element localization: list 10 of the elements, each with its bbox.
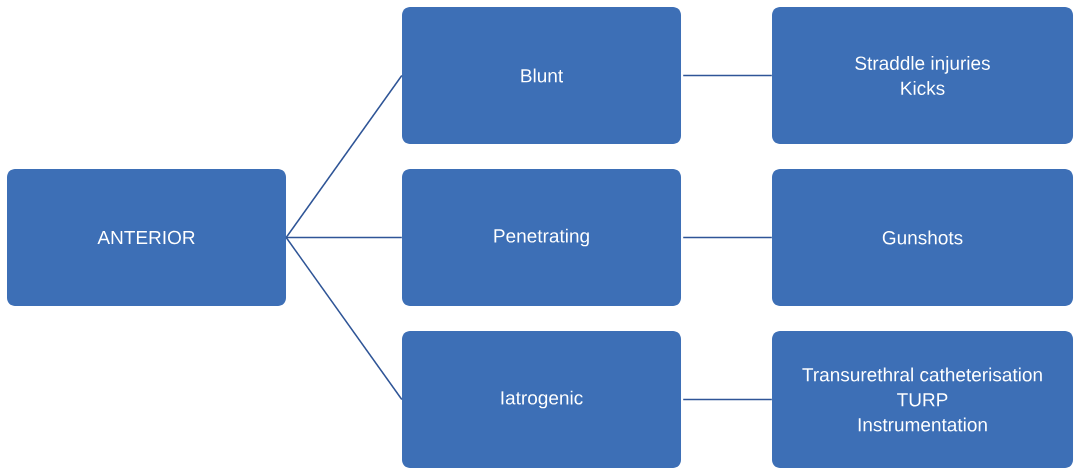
process-box: Iatrogenic xyxy=(402,331,681,468)
process-box: Transurethral catheterisation TURP Instrumentation xyxy=(772,331,1073,468)
connector-line xyxy=(285,236,403,239)
process-box: Straddle injuries Kicks xyxy=(772,7,1073,144)
process-box: Blunt xyxy=(402,7,681,144)
process-box: Gunshots xyxy=(772,169,1073,306)
connector-line xyxy=(285,236,403,401)
process-box: ANTERIOR xyxy=(7,169,286,306)
connector-line xyxy=(285,74,403,239)
process-box: Penetrating xyxy=(402,169,681,306)
